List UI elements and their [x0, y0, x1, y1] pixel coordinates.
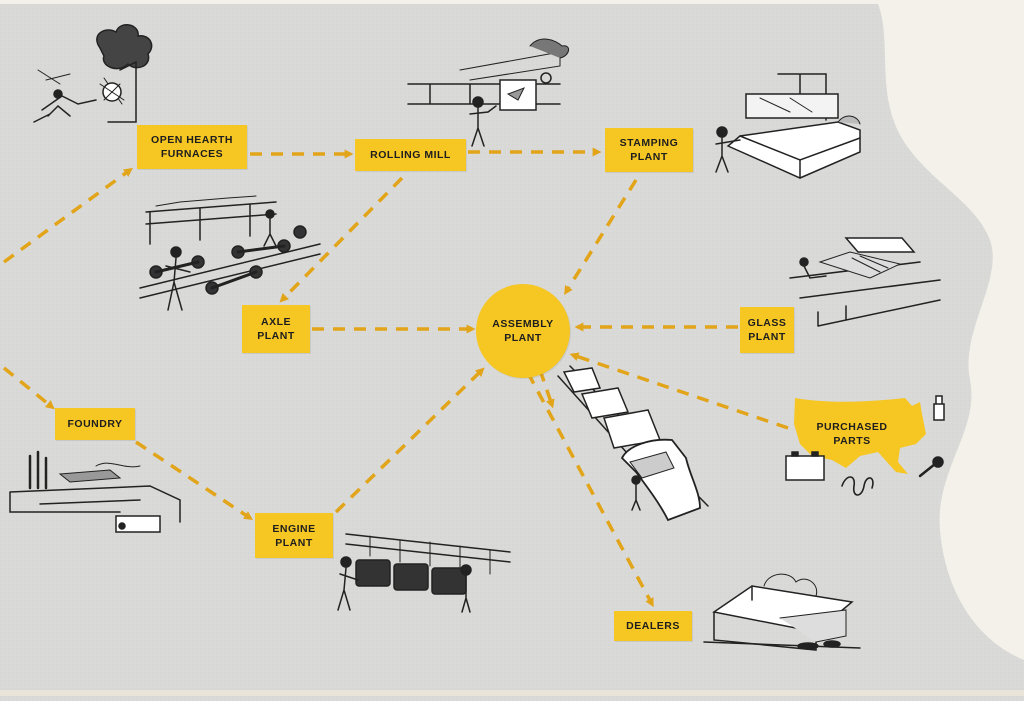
steelworker-furnace-illustration [33, 24, 153, 123]
purchased-line2: PARTS [833, 435, 871, 447]
foundry-label: FOUNDRY [67, 418, 123, 430]
stamping-line1: STAMPING [619, 137, 679, 149]
rolling-mill-illustration [407, 38, 569, 147]
arrow-rolling-mill-to-axle [279, 176, 404, 303]
stamping-plant-node: STAMPING PLANT [605, 128, 693, 172]
rolling-mill-node: ROLLING MILL [355, 139, 466, 171]
dealers-node: DEALERS [614, 611, 692, 641]
arrow-purchased-to-assembly [569, 352, 789, 430]
open-hearth-line1: OPEN HEARTH [151, 134, 233, 146]
assembly-line1: ASSEMBLY [492, 318, 554, 330]
axle-assembly-line-illustration [139, 195, 321, 311]
purchased-line1: PURCHASED [816, 421, 888, 433]
arrow-foundry-to-engine [135, 440, 253, 520]
axle-line2: PLANT [257, 330, 295, 342]
glass-line1: GLASS [747, 317, 787, 329]
arrow-assembly-to-dealers [526, 372, 654, 608]
engine-plant-node: ENGINE PLANT [255, 513, 333, 558]
arrow-stamping-to-assembly [564, 179, 638, 296]
battery-spring-spark-plug-parts-illustration [785, 395, 945, 496]
open-hearth-line2: FURNACES [160, 148, 224, 160]
stamping-line2: PLANT [630, 151, 668, 163]
foundry-node: FOUNDRY [55, 408, 135, 440]
glass-line2: PLANT [748, 331, 786, 343]
glass-plant-illustration [789, 237, 941, 327]
arrow-engine-to-assembly [334, 367, 485, 514]
usa-map-shape [794, 398, 926, 474]
flow-arrows [2, 147, 789, 608]
arrow-left-to-foundry [2, 366, 55, 410]
factory-buildings-illustration [9, 450, 181, 533]
axle-plant-node: AXLE PLANT [242, 305, 310, 353]
dealership-illustration [703, 573, 861, 651]
dealers-label: DEALERS [626, 620, 680, 632]
arrow-assembly-down [538, 369, 555, 409]
open-hearth-furnaces-node: OPEN HEARTH FURNACES [137, 125, 247, 169]
arrow-left-to-open-hearth [2, 167, 133, 264]
glass-plant-node: GLASS PLANT [740, 307, 794, 353]
stamping-press-illustration [715, 73, 861, 179]
engine-line2: PLANT [275, 536, 313, 549]
purchased-parts-node: PURCHASED PARTS [806, 420, 898, 448]
car-assembly-line-illustration [557, 365, 709, 522]
engine-line-illustration [337, 533, 511, 613]
rolling-mill-label: ROLLING MILL [370, 149, 451, 161]
assembly-line2: PLANT [504, 332, 542, 344]
engine-line1: ENGINE [272, 522, 316, 535]
axle-line1: AXLE [260, 316, 291, 328]
assembly-plant-node: ASSEMBLY PLANT [476, 284, 570, 378]
